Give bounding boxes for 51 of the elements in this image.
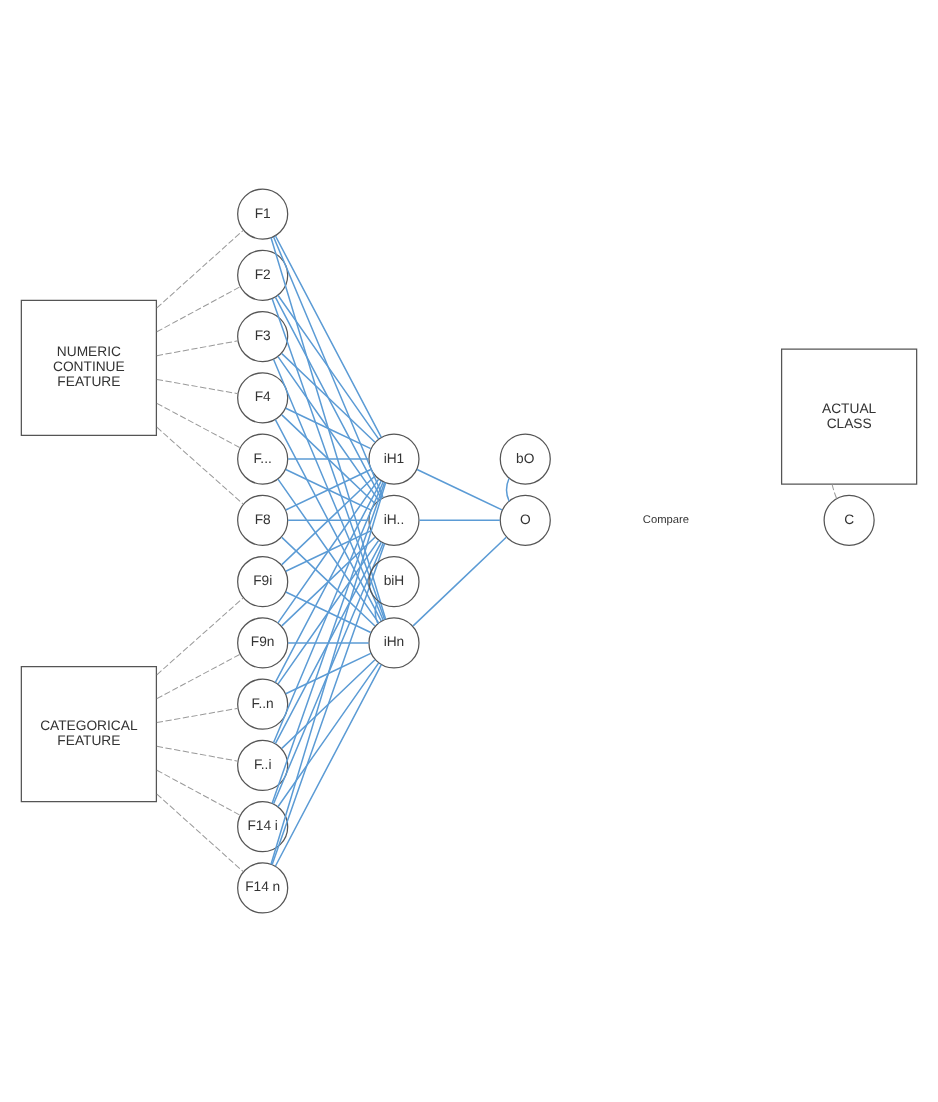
connector	[271, 481, 386, 804]
connector	[271, 542, 386, 866]
connector	[287, 642, 370, 644]
connector	[287, 458, 370, 460]
connector	[156, 340, 239, 357]
connector	[277, 355, 380, 502]
connector	[281, 352, 376, 443]
connector	[287, 519, 370, 522]
connector	[281, 414, 376, 505]
connector	[274, 480, 383, 684]
connector	[270, 236, 387, 621]
connector	[285, 652, 372, 695]
connector	[277, 662, 380, 808]
connector	[274, 541, 383, 745]
connector	[272, 481, 384, 744]
connector	[272, 358, 384, 621]
connector	[281, 475, 376, 566]
connector	[156, 379, 239, 395]
connector	[374, 600, 379, 625]
connector	[270, 481, 387, 866]
connector	[277, 294, 380, 440]
connector	[156, 653, 241, 700]
connector	[271, 298, 386, 621]
connector	[285, 468, 372, 511]
connector	[156, 597, 244, 676]
connector	[156, 229, 244, 309]
connector	[156, 426, 244, 505]
connector	[156, 745, 239, 762]
connector	[831, 483, 838, 499]
connector	[281, 536, 376, 627]
connector	[412, 536, 507, 627]
connector	[274, 296, 383, 500]
connector	[156, 793, 244, 873]
connector	[281, 659, 376, 750]
connector	[272, 236, 384, 499]
connector	[505, 477, 510, 502]
connector	[277, 478, 380, 624]
connector	[272, 542, 384, 805]
connector	[285, 591, 372, 634]
connector	[274, 663, 383, 867]
connector	[156, 707, 239, 723]
connector	[156, 769, 241, 816]
connector	[285, 407, 372, 450]
connector	[156, 402, 241, 449]
connector	[274, 418, 383, 622]
connector	[418, 519, 501, 522]
connector	[416, 468, 503, 511]
connector	[285, 530, 372, 572]
connector	[277, 539, 380, 685]
connector	[156, 286, 241, 333]
connector	[274, 235, 383, 439]
